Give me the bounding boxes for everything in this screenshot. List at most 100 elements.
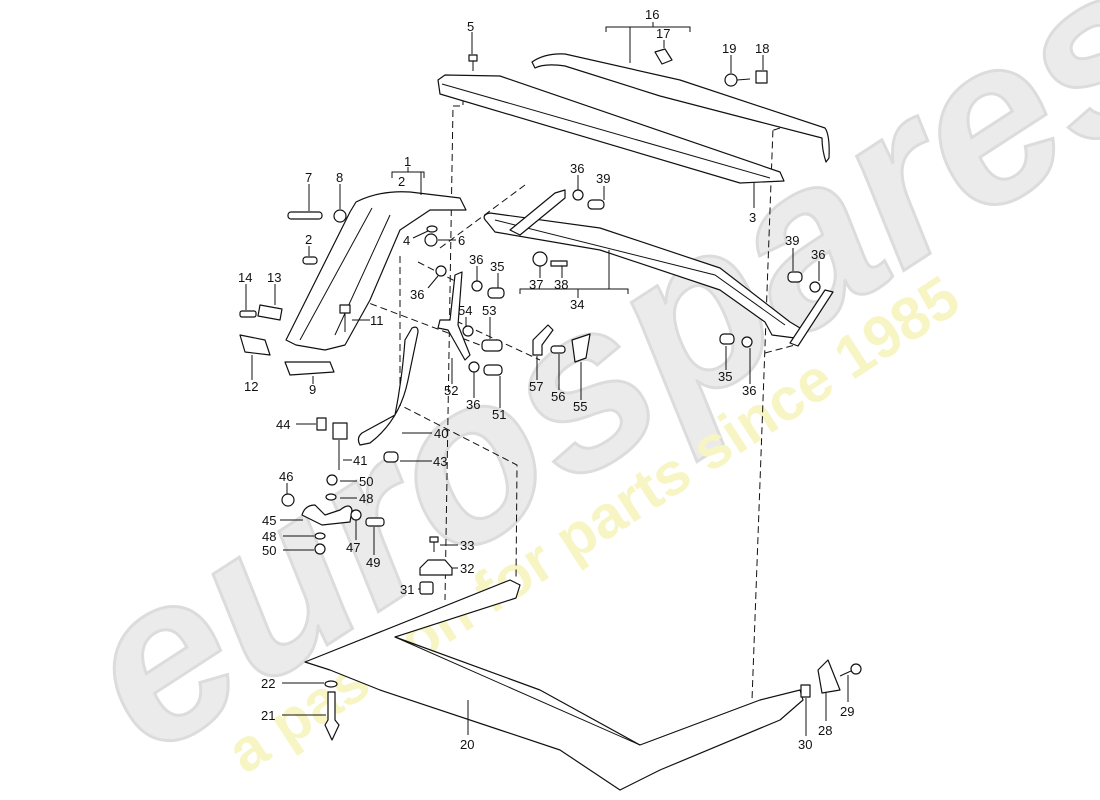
part-14-screw xyxy=(239,284,257,318)
part-32-mount xyxy=(419,559,458,576)
callout-39-a: 39 xyxy=(596,171,610,186)
part-37-nut xyxy=(532,251,548,278)
callout-1: 1 xyxy=(404,154,411,169)
part-41-stud xyxy=(332,422,352,470)
part-38-screw xyxy=(550,260,568,278)
callout-28: 28 xyxy=(818,723,832,738)
callout-40: 40 xyxy=(434,426,448,441)
callout-36-f: 36 xyxy=(742,383,756,398)
callout-labels: 5 16 17 19 18 3 1 2 7 8 4 6 2 36 39 36 3… xyxy=(238,7,854,752)
part-35-bolt-a xyxy=(487,273,505,299)
part-43-bolt xyxy=(383,451,432,463)
part-30-clip xyxy=(800,684,811,736)
callout-53: 53 xyxy=(482,303,496,318)
part-56-screw xyxy=(550,345,566,390)
callout-30: 30 xyxy=(798,737,812,752)
part-6-nut xyxy=(424,233,456,247)
part-9-plate xyxy=(284,361,335,384)
callout-36-d: 36 xyxy=(811,247,825,262)
callout-6: 6 xyxy=(458,233,465,248)
callout-48-b: 48 xyxy=(262,529,276,544)
callout-19: 19 xyxy=(722,41,736,56)
callout-31: 31 xyxy=(400,582,414,597)
callout-29: 29 xyxy=(840,704,854,719)
callout-36-a: 36 xyxy=(570,161,584,176)
callout-37: 37 xyxy=(529,277,543,292)
part-50-nut-a xyxy=(326,474,357,486)
callout-5: 5 xyxy=(467,19,474,34)
callout-36-e: 36 xyxy=(466,397,480,412)
callout-18: 18 xyxy=(755,41,769,56)
part-4-washer xyxy=(412,225,438,239)
part-54-washer xyxy=(462,317,474,337)
part-19-screw xyxy=(724,55,751,87)
part-3-roof-bow-panel xyxy=(437,74,785,208)
callout-9: 9 xyxy=(309,382,316,397)
callout-50-b: 50 xyxy=(262,543,276,558)
part-13-plate xyxy=(257,284,283,321)
part-36-washer-b xyxy=(427,265,447,289)
callout-47: 47 xyxy=(346,540,360,555)
callout-3: 3 xyxy=(749,210,756,225)
part-22-washer xyxy=(282,680,338,688)
callout-36-b: 36 xyxy=(410,287,424,302)
part-36-washer-c xyxy=(471,266,483,292)
callout-51: 51 xyxy=(492,407,506,422)
callout-38: 38 xyxy=(554,277,568,292)
callout-57: 57 xyxy=(529,379,543,394)
part-44-clip xyxy=(296,417,327,431)
callout-2-spacer: 2 xyxy=(305,232,312,247)
part-8-nut xyxy=(333,184,347,223)
callout-46: 46 xyxy=(279,469,293,484)
callout-32: 32 xyxy=(460,561,474,576)
part-46-nut xyxy=(281,483,295,507)
part-21-stud xyxy=(282,691,340,741)
part-52-lever xyxy=(437,271,471,384)
callout-14: 14 xyxy=(238,270,252,285)
callout-41: 41 xyxy=(353,453,367,468)
part-40-arm xyxy=(357,326,432,446)
callout-36-c: 36 xyxy=(469,252,483,267)
part-39-bolt-a xyxy=(587,186,605,210)
callout-7: 7 xyxy=(305,170,312,185)
part-1-side-frame xyxy=(285,167,467,351)
part-39-bolt-b xyxy=(787,248,803,283)
part-36-washer-a xyxy=(572,175,584,201)
callout-16: 16 xyxy=(645,7,659,22)
callout-50-a: 50 xyxy=(359,474,373,489)
part-right-link xyxy=(789,289,834,347)
part-36-washer-e xyxy=(468,361,480,398)
callout-49: 49 xyxy=(366,555,380,570)
part-5-screw xyxy=(468,32,478,71)
part-53-bolt xyxy=(481,317,503,352)
part-33-screw xyxy=(429,536,458,552)
part-45-bracket xyxy=(280,504,353,526)
part-47-washer xyxy=(350,509,362,540)
part-55-cover xyxy=(571,333,591,400)
part-12-bracket xyxy=(239,334,271,380)
callout-45: 45 xyxy=(262,513,276,528)
callout-2-frame: 2 xyxy=(398,174,405,189)
callout-13: 13 xyxy=(267,270,281,285)
callout-33: 33 xyxy=(460,538,474,553)
part-49-bolt xyxy=(365,517,385,555)
callout-39-b: 39 xyxy=(785,233,799,248)
callout-54: 54 xyxy=(458,303,472,318)
part-48-washer-b xyxy=(283,532,326,540)
part-35-bolt-b xyxy=(719,333,735,370)
part-29-screw xyxy=(839,663,862,702)
callout-17: 17 xyxy=(656,26,670,41)
part-36-washer-f xyxy=(741,336,753,384)
part-50-nut-b xyxy=(283,543,326,555)
part-51-bolt xyxy=(483,364,503,408)
callout-35-b: 35 xyxy=(718,369,732,384)
part-16-seal-strip xyxy=(531,22,830,163)
part-28-bracket xyxy=(817,659,841,721)
callout-48-a: 48 xyxy=(359,491,373,506)
callout-34: 34 xyxy=(570,297,584,312)
part-11-bolt xyxy=(339,304,370,332)
callout-20: 20 xyxy=(460,737,474,752)
callout-52: 52 xyxy=(444,383,458,398)
part-18-nut xyxy=(755,55,768,84)
